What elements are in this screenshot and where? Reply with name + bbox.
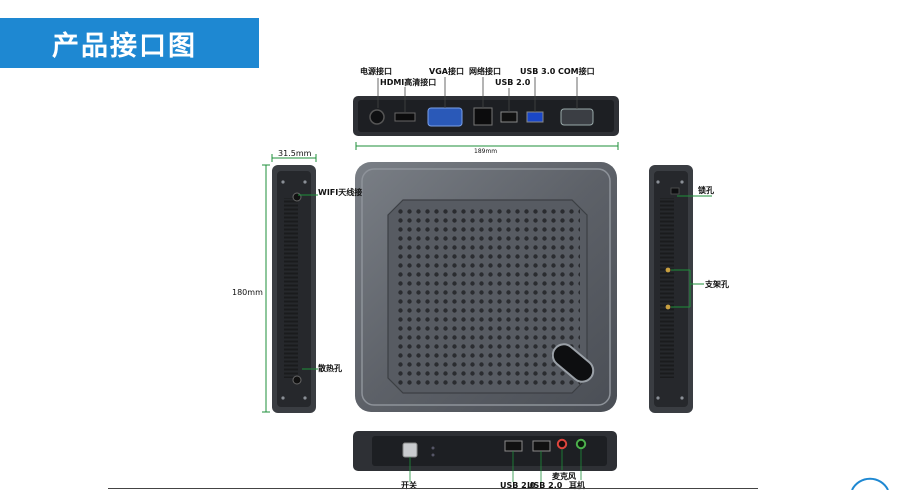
width-dimension: 189mm <box>474 148 498 155</box>
earphone-jack-icon <box>575 438 587 450</box>
section-title: 产品接口图 <box>52 30 197 62</box>
usb30-port-icon <box>526 111 544 123</box>
label-lan: 网络接口 <box>469 67 501 76</box>
label-front-usb-b: USB 2.0 <box>527 481 563 490</box>
section-title-banner: 产品接口图 <box>0 18 259 68</box>
label-hdmi: HDMI高清接口 <box>380 78 437 87</box>
vga-port-icon <box>427 107 463 127</box>
power-button-icon <box>402 442 418 458</box>
left-side-view <box>262 154 318 413</box>
front-usb-b-icon <box>532 440 551 452</box>
wifi-antenna-icon <box>292 192 302 202</box>
hdmi-port-icon <box>394 112 416 122</box>
top-view <box>355 162 617 412</box>
front-panel-view <box>353 431 617 482</box>
thickness-dimension: 31.5mm <box>278 149 312 158</box>
com-port-icon <box>560 108 594 126</box>
mount-hole-bottom-icon <box>665 304 671 310</box>
label-earphone: 耳机 <box>569 481 585 490</box>
power-indicator-slot <box>551 343 595 383</box>
lan-port-icon <box>473 107 493 126</box>
power-jack-icon <box>369 109 385 125</box>
label-vent: 散热孔 <box>318 364 342 373</box>
mic-jack-icon <box>556 438 568 450</box>
label-mic: 麦克风 <box>552 472 576 481</box>
mount-hole-top-icon <box>665 267 671 273</box>
label-mount: 支架孔 <box>705 280 729 289</box>
usb20-port-icon <box>500 111 518 123</box>
label-front-usb-a: USB 2.0 <box>500 481 536 490</box>
right-side-view <box>649 165 712 413</box>
rear-panel-view <box>353 77 619 150</box>
bottom-divider <box>108 488 758 489</box>
label-wifi: WIFI天线接 <box>318 188 363 197</box>
corner-circle-icon <box>851 477 889 490</box>
label-power: 电源接口 <box>360 67 392 76</box>
height-dimension: 180mm <box>232 288 263 297</box>
label-power-switch: 开关 <box>401 481 417 490</box>
label-com: COM接口 <box>558 67 595 76</box>
lock-hole-icon <box>670 187 680 195</box>
label-usb20: USB 2.0 <box>495 78 531 87</box>
label-lock: 锁孔 <box>698 186 714 195</box>
front-usb-a-icon <box>504 440 523 452</box>
label-usb30: USB 3.0 <box>520 67 556 76</box>
label-vga: VGA接口 <box>429 67 464 76</box>
